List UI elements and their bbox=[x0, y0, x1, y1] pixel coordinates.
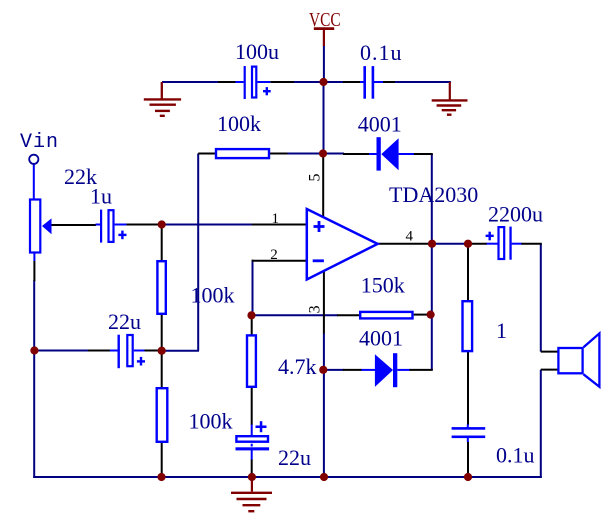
svg-text:4.7k: 4.7k bbox=[278, 354, 317, 379]
svg-text:100k: 100k bbox=[189, 409, 233, 434]
svg-text:100k: 100k bbox=[191, 282, 235, 307]
svg-text:4: 4 bbox=[406, 229, 414, 245]
svg-text:2: 2 bbox=[270, 247, 278, 263]
svg-text:VCC: VCC bbox=[309, 8, 341, 30]
svg-text:22u: 22u bbox=[108, 309, 141, 334]
svg-text:150k: 150k bbox=[361, 273, 405, 298]
svg-text:4001: 4001 bbox=[359, 326, 403, 351]
svg-text:3: 3 bbox=[306, 305, 323, 313]
svg-text:5: 5 bbox=[306, 174, 323, 182]
svg-text:0.1u: 0.1u bbox=[360, 40, 403, 65]
svg-text:4001: 4001 bbox=[358, 111, 402, 136]
svg-text:22u: 22u bbox=[278, 445, 311, 470]
svg-text:0.1u: 0.1u bbox=[496, 443, 535, 468]
svg-text:1u: 1u bbox=[90, 184, 112, 209]
svg-text:100k: 100k bbox=[217, 111, 261, 136]
svg-text:2200u: 2200u bbox=[488, 202, 543, 227]
svg-text:1: 1 bbox=[496, 318, 507, 343]
svg-text:100u: 100u bbox=[235, 39, 279, 64]
svg-text:22k: 22k bbox=[64, 164, 97, 189]
svg-text:TDA2030: TDA2030 bbox=[389, 182, 478, 207]
svg-text:1: 1 bbox=[272, 211, 280, 227]
svg-text:Vin: Vin bbox=[20, 131, 59, 154]
